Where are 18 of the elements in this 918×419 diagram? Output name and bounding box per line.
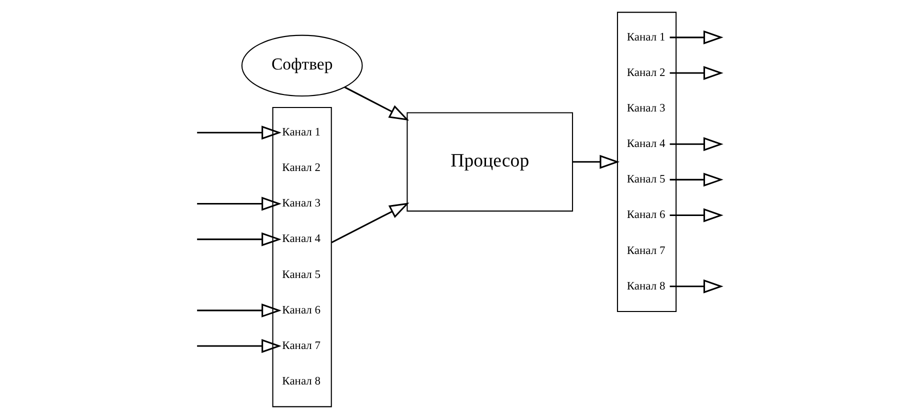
node-ellipse: Софтвер: [241, 34, 363, 97]
arrow: [344, 86, 410, 121]
arrow: [197, 339, 282, 353]
node-box: Канал 1 Канал 2 Канал 3 Канал 4 Канал 5 Канал 6 Канал 7 Канал 8: [272, 106, 332, 408]
node-box: Канал 1 Канал 2 Канал 3 Канал 4 Канал 5 Канал 6 Канал 7 Канал 8: [616, 12, 677, 312]
arrow: [670, 30, 724, 44]
arrow: [331, 202, 410, 244]
arrow: [572, 154, 620, 169]
arrow: [670, 279, 724, 294]
arrow: [197, 196, 282, 211]
node-box: Процесор: [406, 112, 574, 212]
arrow: [197, 126, 282, 140]
arrow: [670, 208, 724, 222]
arrow: [197, 303, 282, 318]
arrow: [670, 172, 724, 187]
arrow: [670, 137, 724, 152]
arrow: [670, 66, 724, 80]
arrow: [197, 232, 282, 246]
